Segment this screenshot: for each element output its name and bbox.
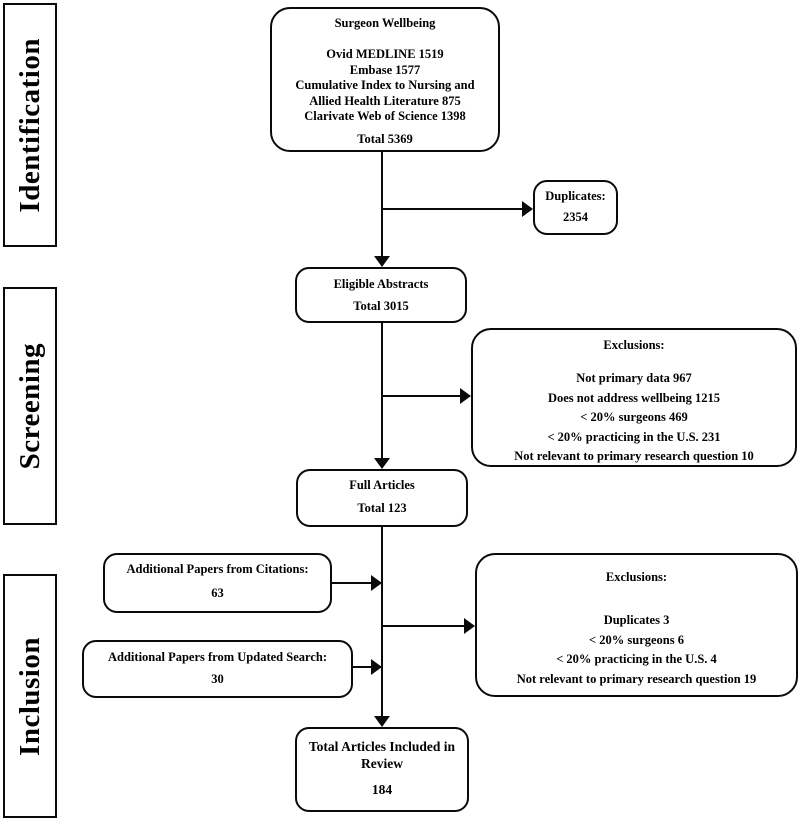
source-box-total: Total 5369 (357, 131, 413, 146)
line-updated-search-join (353, 666, 372, 668)
full-articles-total: Total 123 (357, 501, 407, 515)
exclusions-screening-title: Exclusions: (603, 338, 665, 352)
arrowhead-to-exclusions-screening (460, 388, 471, 404)
exclusion-line: Does not address wellbeing 1215 (547, 390, 720, 405)
stage-inclusion-label: Inclusion (13, 636, 46, 756)
exclusion-line: Not relevant to primary research questio… (516, 671, 757, 686)
stage-identification: Identification (3, 3, 57, 247)
line-exclusions-inclusion-branch (382, 625, 464, 627)
source-line: Embase 1577 (349, 62, 421, 77)
exclusions-inclusion-title: Exclusions: (605, 570, 668, 584)
arrowhead-citations-join (371, 575, 382, 591)
source-box: Surgeon Wellbeing Ovid MEDLINE 1519 Emba… (270, 7, 500, 152)
stage-inclusion: Inclusion (3, 574, 57, 818)
exclusion-line: < 20% practicing in the U.S. 231 (547, 429, 721, 444)
additional-updated-search-value: 30 (211, 672, 224, 686)
full-articles-title: Full Articles (349, 478, 415, 492)
stage-screening: Screening (3, 287, 57, 525)
arrowhead-to-full-articles (374, 458, 390, 469)
duplicates-box-value: 2354 (563, 210, 588, 224)
eligible-abstracts-total: Total 3015 (353, 299, 409, 313)
total-included-box: Total Articles Included in Review 184 (295, 727, 469, 812)
source-line: Ovid MEDLINE 1519 (326, 47, 444, 61)
line-duplicates-branch (382, 208, 523, 210)
exclusion-line: Not primary data 967 (576, 371, 692, 385)
stage-screening-label: Screening (13, 342, 46, 470)
eligible-abstracts-title: Eligible Abstracts (333, 277, 429, 291)
stage-identification-label: Identification (13, 37, 46, 213)
additional-citations-value: 63 (211, 586, 224, 600)
arrowhead-to-total-included (374, 716, 390, 727)
arrowhead-to-duplicates (522, 201, 533, 217)
exclusion-line: Not relevant to primary research questio… (514, 449, 754, 463)
line-eligible-down (381, 323, 383, 459)
exclusion-line: < 20% surgeons 6 (589, 632, 684, 647)
total-included-value: 184 (371, 782, 393, 797)
full-articles-box: Full Articles Total 123 (296, 469, 468, 527)
exclusion-line: < 20% surgeons 469 (580, 410, 688, 424)
arrowhead-updated-search-join (371, 659, 382, 675)
exclusions-screening-box: Exclusions: Not primary data 967 Does no… (471, 328, 797, 467)
source-line: Allied Health Literature 875 (309, 93, 461, 108)
arrowhead-to-exclusions-inclusion (464, 618, 475, 634)
additional-updated-search-box: Additional Papers from Updated Search: 3… (82, 640, 353, 698)
exclusion-line: Duplicates 3 (603, 613, 670, 627)
exclusion-line: < 20% practicing in the U.S. 4 (556, 652, 717, 666)
line-exclusions-screening-branch (382, 395, 460, 397)
source-box-title: Surgeon Wellbeing (334, 16, 436, 30)
duplicates-box-title: Duplicates: (545, 189, 606, 203)
source-line: Clarivate Web of Science 1398 (304, 109, 466, 123)
eligible-abstracts-box: Eligible Abstracts Total 3015 (295, 267, 467, 323)
line-citations-join (332, 582, 372, 584)
total-included-title: Total Articles Included in Review (308, 739, 456, 771)
additional-updated-search-title: Additional Papers from Updated Search: (108, 650, 327, 664)
line-source-down (381, 152, 383, 257)
line-full-articles-down (381, 527, 383, 717)
exclusions-inclusion-box: Exclusions: Duplicates 3 < 20% surgeons … (475, 553, 798, 697)
additional-citations-box: Additional Papers from Citations: 63 (103, 553, 332, 613)
duplicates-box: Duplicates: 2354 (533, 180, 618, 235)
arrowhead-to-eligible (374, 256, 390, 267)
additional-citations-title: Additional Papers from Citations: (126, 562, 309, 576)
source-line: Cumulative Index to Nursing and (295, 78, 475, 92)
